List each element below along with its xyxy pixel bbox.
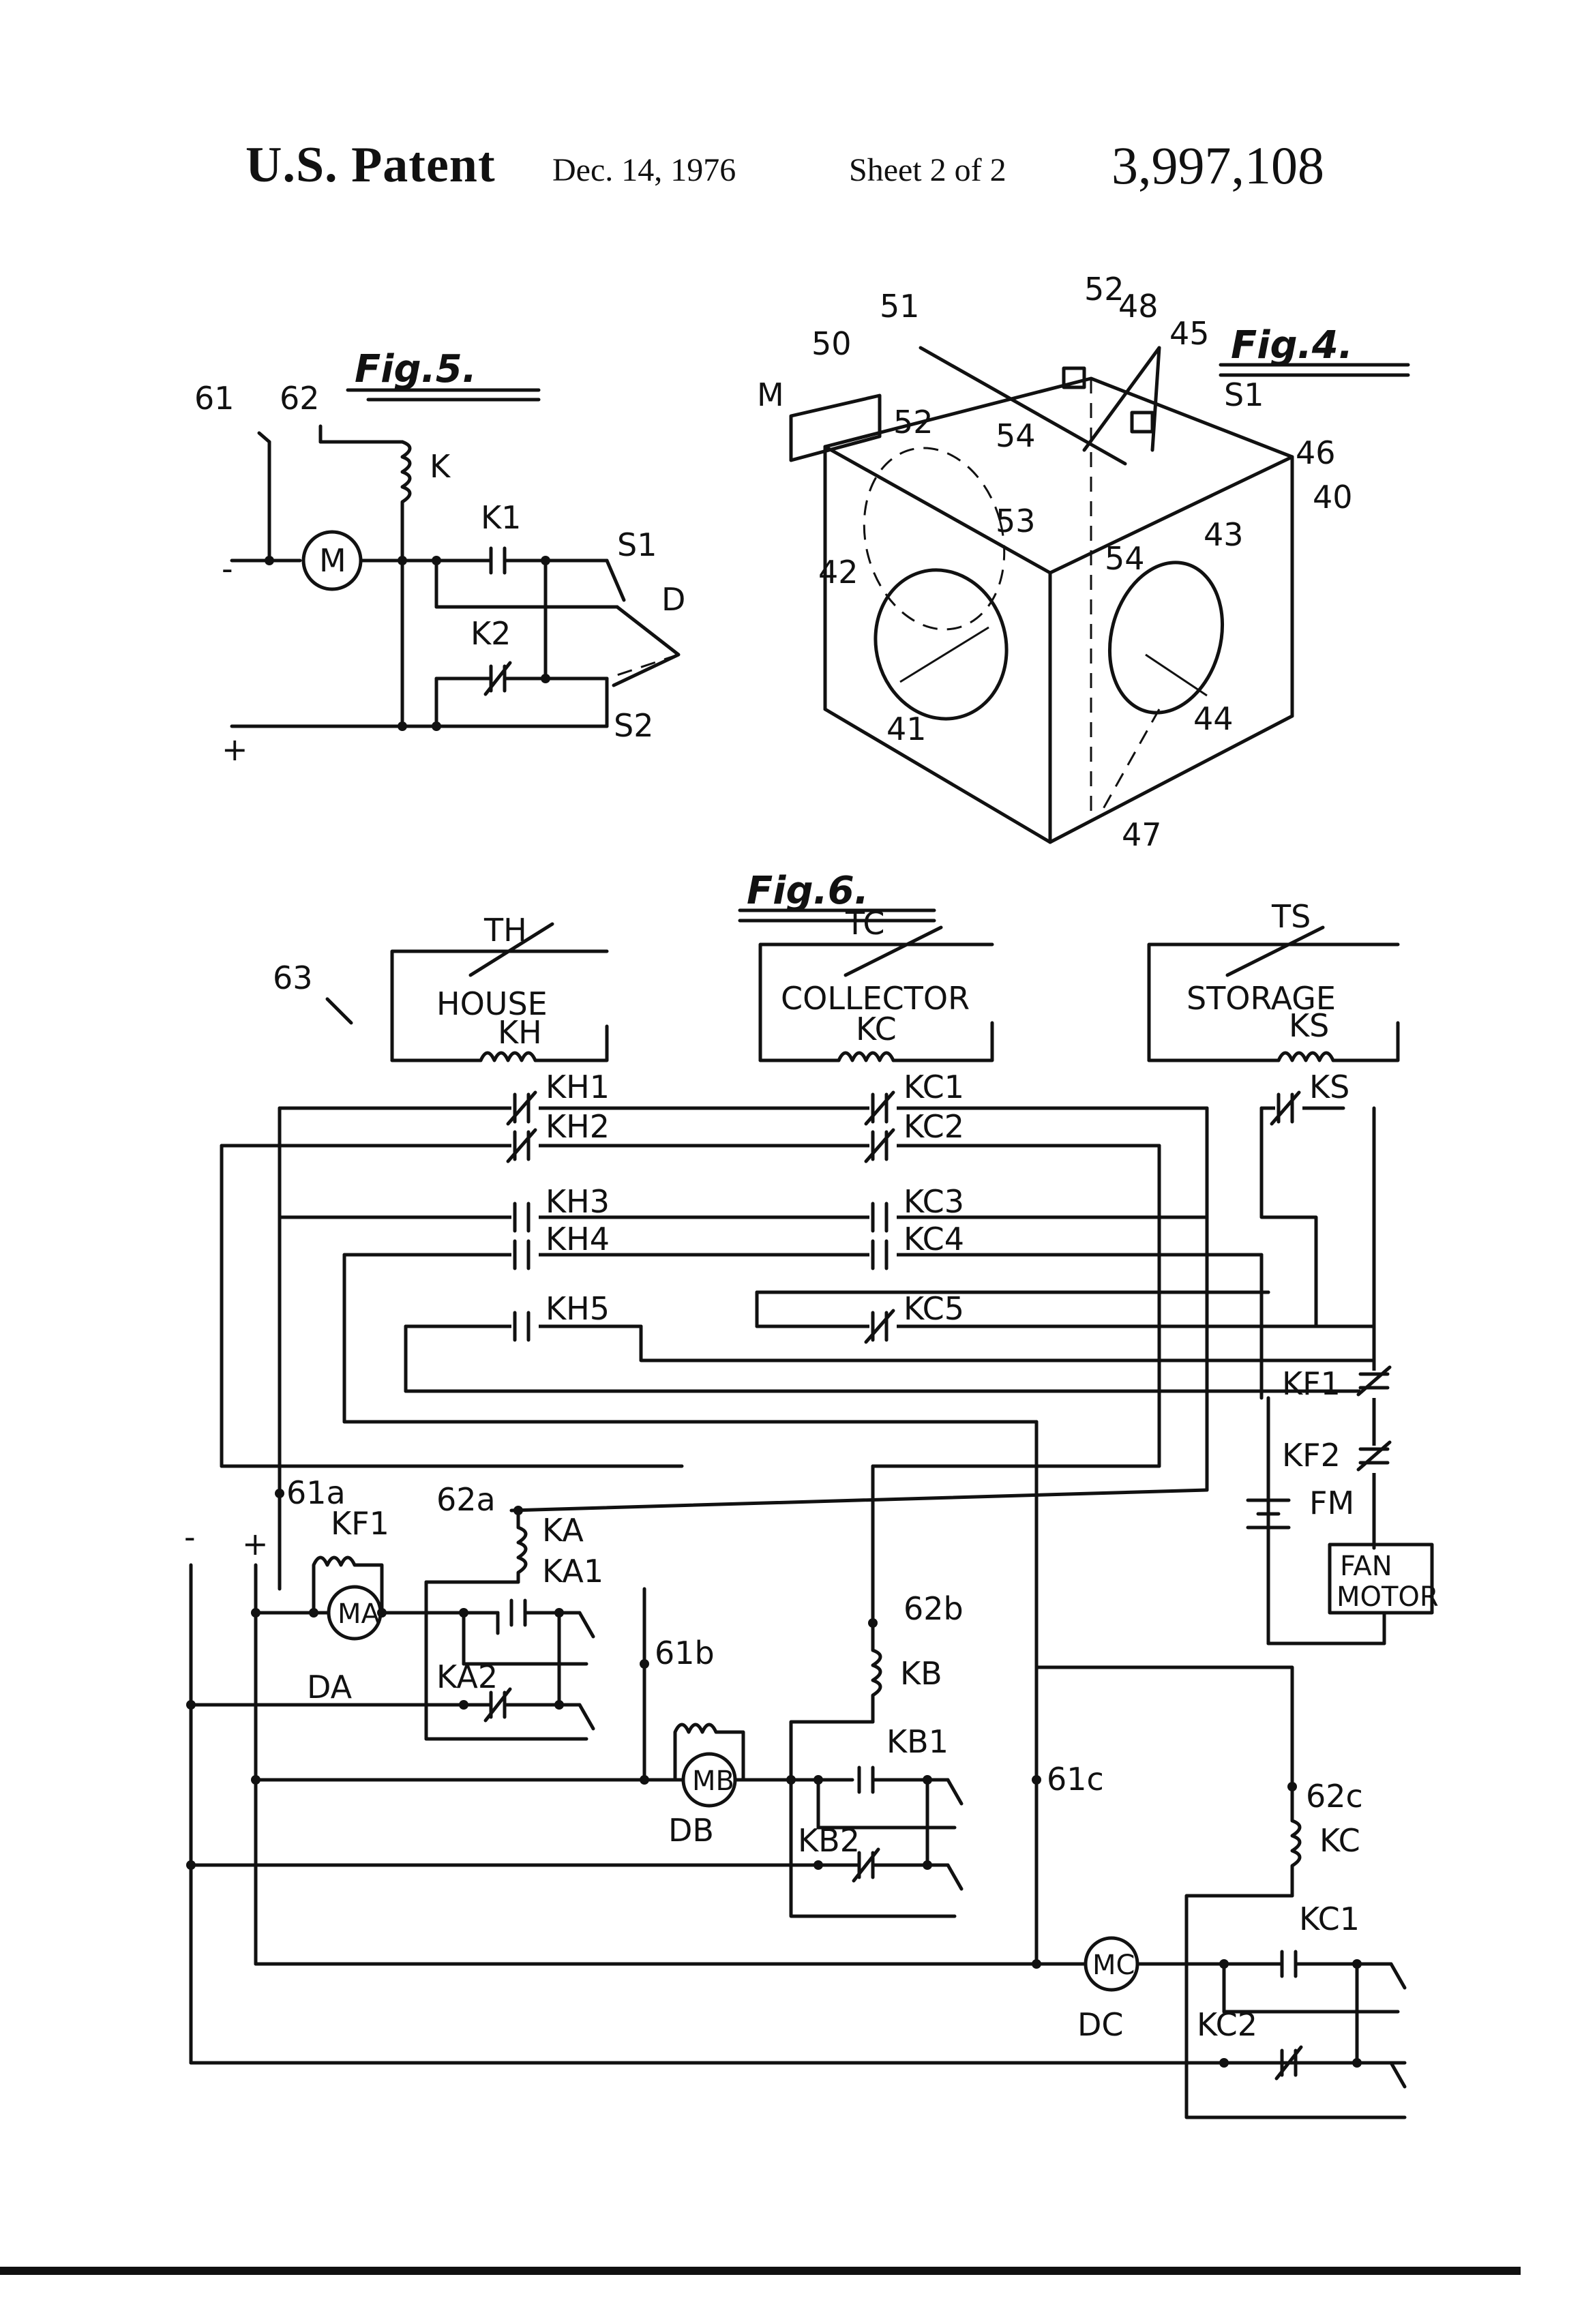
fig5-label-S2: S2 [614, 707, 653, 744]
fig4-label-46: 46 [1296, 434, 1336, 471]
svg-text:KC3: KC3 [904, 1183, 964, 1220]
fig4-label-54b: 54 [1105, 540, 1145, 577]
drive-da: 61a 62a KA KF1 MA KA1 KA2 [186, 1474, 1207, 1780]
drive-dc: 62c KC MC KC1 KC2 DC [1032, 1667, 1405, 2117]
fig5-label-K: K [430, 448, 451, 485]
fig4-label-51: 51 [880, 288, 920, 325]
fig4-label-50: 50 [811, 325, 852, 362]
fig4-label-42: 42 [818, 554, 859, 591]
svg-text:KC1: KC1 [1299, 1901, 1360, 1937]
svg-text:KC: KC [1319, 1822, 1360, 1859]
svg-text:DB: DB [668, 1812, 714, 1849]
svg-text:KC: KC [856, 1011, 897, 1047]
fig5-label-K1: K1 [481, 499, 521, 536]
fig4-label-44: 44 [1193, 700, 1234, 737]
fig4-label-S1: S1 [1224, 376, 1264, 413]
svg-text:62b: 62b [904, 1590, 964, 1627]
fig4-title: Fig.4. [1231, 323, 1353, 368]
fig5-label-S1: S1 [617, 526, 657, 563]
svg-text:62c: 62c [1306, 1778, 1363, 1815]
fig5-minus: - [222, 550, 233, 587]
svg-text:MC: MC [1092, 1950, 1135, 1981]
svg-text:TC: TC [845, 905, 885, 942]
fig4-label-45: 45 [1169, 315, 1210, 352]
fig4-label-41: 41 [886, 711, 927, 747]
svg-text:KF1: KF1 [331, 1505, 389, 1542]
svg-text:KB: KB [900, 1655, 942, 1692]
svg-text:KC2: KC2 [904, 1108, 964, 1145]
svg-text:KF2: KF2 [1282, 1437, 1341, 1474]
fig5-label-D: D [661, 581, 685, 618]
svg-text:DA: DA [307, 1669, 353, 1705]
fan-motor-fm: FM [1309, 1485, 1354, 1521]
fig5-circuit: Fig.5. 61 62 K M - K1 S1 D K2 [194, 347, 685, 768]
svg-text:KA1: KA1 [542, 1553, 603, 1590]
svg-text:KS: KS [1309, 1069, 1349, 1105]
svg-text:KH1: KH1 [546, 1069, 610, 1105]
fig4-label-47: 47 [1122, 816, 1162, 853]
fig5-title-text: Fig.5. [355, 347, 477, 391]
thermostat-collector: TC COLLECTOR KC [760, 905, 992, 1060]
svg-text:KC5: KC5 [904, 1290, 964, 1327]
thermostat-house: TH HOUSE KH [392, 912, 607, 1060]
svg-text:KH: KH [498, 1014, 542, 1051]
svg-text:KB2: KB2 [798, 1822, 860, 1859]
fig5-plus: + [222, 731, 248, 768]
fig4-label-54: 54 [996, 417, 1036, 454]
svg-text:KH4: KH4 [546, 1221, 610, 1257]
svg-text:DC: DC [1077, 2006, 1124, 2043]
svg-text:KC2: KC2 [1197, 2006, 1257, 2043]
fig4-label-48: 48 [1118, 288, 1159, 325]
fig4-label-M: M [757, 376, 784, 413]
svg-text:61b: 61b [655, 1635, 715, 1671]
svg-text:KF1: KF1 [1282, 1365, 1341, 1402]
fig4-label-53: 53 [996, 503, 1036, 539]
supply-plus: + [242, 1525, 269, 1562]
svg-text:KA: KA [542, 1512, 584, 1549]
thermostat-storage: TS STORAGE KS [1149, 898, 1398, 1060]
fig5-label-61: 61 [194, 380, 235, 417]
svg-text:KH2: KH2 [546, 1108, 610, 1145]
svg-text:KB1: KB1 [886, 1723, 949, 1760]
fig5-label-K2: K2 [471, 615, 511, 652]
fig4-cube: Fig.4. M 51 50 52 48 45 52 S1 54 [757, 271, 1408, 853]
svg-text:MB: MB [692, 1766, 734, 1797]
svg-text:62a: 62a [436, 1481, 496, 1518]
svg-text:KS: KS [1289, 1007, 1329, 1044]
fig5-motor-label: M [319, 542, 346, 579]
svg-text:KH3: KH3 [546, 1183, 610, 1220]
svg-text:MA: MA [338, 1598, 380, 1630]
svg-text:61c: 61c [1047, 1761, 1104, 1798]
motor-label: MOTOR [1337, 1581, 1439, 1613]
svg-text:KH5: KH5 [546, 1290, 610, 1327]
fig4-label-52b: 52 [893, 404, 934, 441]
fig4-label-40: 40 [1313, 479, 1353, 516]
svg-text:KC1: KC1 [904, 1069, 964, 1105]
fan-label: FAN [1340, 1551, 1392, 1582]
supply-minus: - [184, 1519, 196, 1555]
fig6-ref-63: 63 [273, 959, 313, 996]
svg-text:TS: TS [1271, 898, 1311, 935]
fig5-label-62: 62 [280, 380, 320, 417]
contact-symbols [508, 1092, 1390, 1473]
svg-text:KA2: KA2 [436, 1658, 498, 1695]
svg-text:KC4: KC4 [904, 1221, 964, 1257]
fig6-circuit: Fig.6. 63 TH HOUSE KH TC COLLECTOR KC TS [184, 869, 1439, 2117]
fig4-label-43: 43 [1204, 516, 1244, 553]
